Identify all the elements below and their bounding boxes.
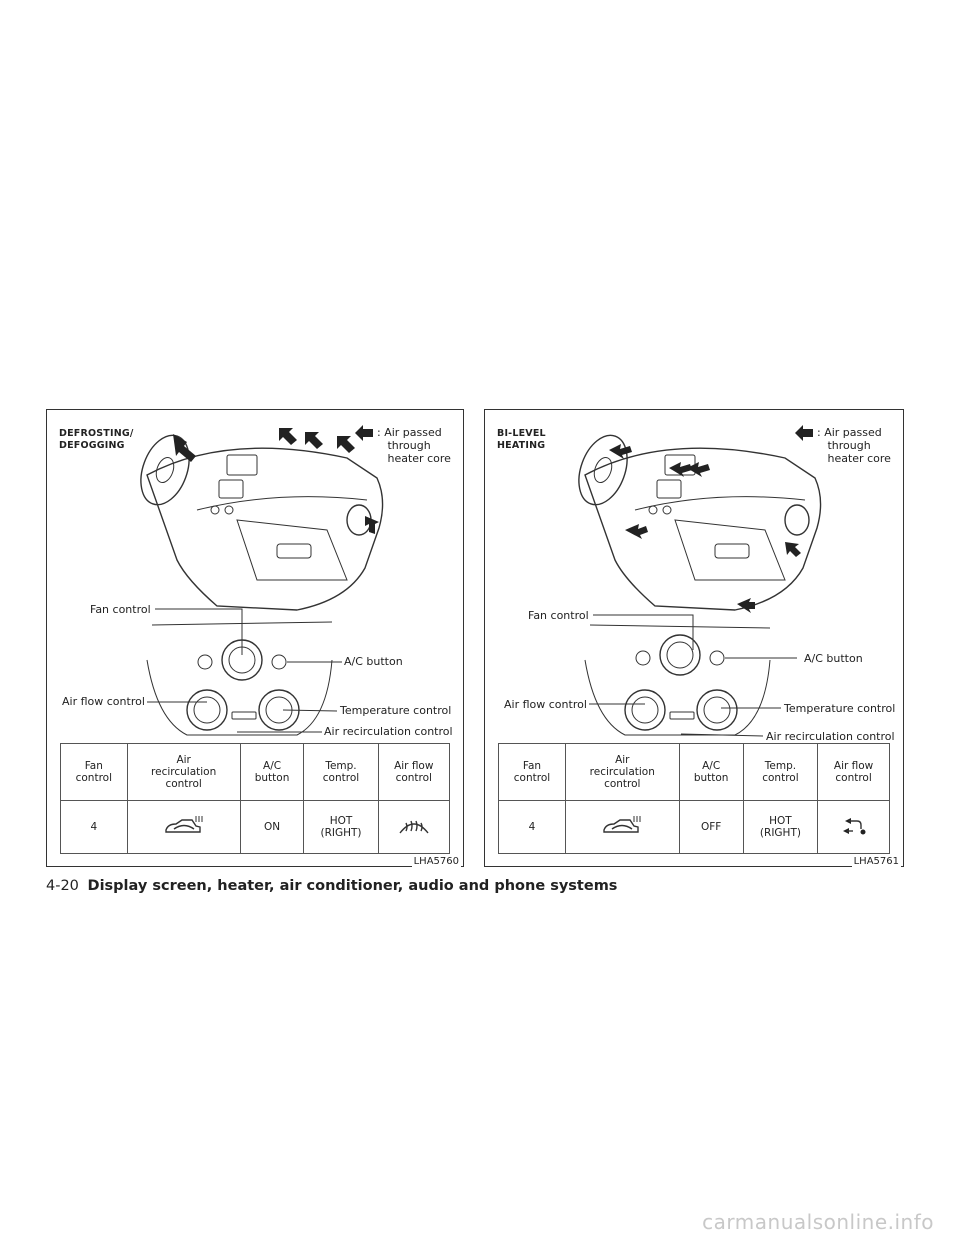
value-fan-control: 4: [60, 800, 128, 854]
value-air-flow-control: [817, 800, 890, 854]
value-air-flow-control: [377, 800, 451, 854]
mode-title: DEFROSTING/ DEFOGGING: [59, 428, 134, 452]
settings-table: Fan control Air recirculation control A/…: [498, 743, 890, 854]
ac-button-label: A/C button: [803, 652, 864, 665]
legend-arrow-icon: [795, 425, 813, 441]
dashboard-illustration: [140, 428, 384, 736]
watermark: carmanualsonline.info: [702, 1210, 934, 1234]
value-fan-control: 4: [498, 800, 566, 854]
settings-table: Fan control Air recirculation control A/…: [60, 743, 451, 854]
temperature-control-label: Temperature control: [339, 704, 453, 717]
legend-text: : Air passed through heater core: [377, 426, 451, 465]
figure-defrosting: DEFROSTING/ DEFOGGING : Air passed throu…: [46, 409, 464, 867]
header-fan-control: Fan control: [60, 743, 128, 801]
recirculation-icon: [164, 815, 203, 833]
bi-level-icon: [842, 817, 866, 834]
mode-title-line-1: BI-LEVEL: [497, 428, 546, 439]
header-temp-control: Temp. control: [742, 743, 819, 801]
fan-control-label: Fan control: [89, 603, 152, 616]
page-footer: 4-20 Display screen, heater, air conditi…: [46, 878, 617, 894]
air-recirculation-control-label: Air recirculation control: [323, 725, 454, 738]
defrost-icon: [399, 820, 429, 833]
value-temp-control: HOT (RIGHT): [742, 800, 819, 854]
header-air-recirculation: Air recirculation control: [564, 743, 680, 801]
header-air-flow-control: Air flow control: [377, 743, 451, 801]
air-recirculation-control-label: Air recirculation control: [765, 730, 896, 743]
mode-title: BI-LEVEL HEATING: [497, 428, 546, 452]
figure-code: LHA5761: [851, 856, 901, 867]
header-ac-button: A/C button: [678, 743, 744, 801]
temperature-control-label: Temperature control: [783, 702, 897, 715]
value-air-recirculation: [564, 800, 680, 854]
mode-title-line-2: DEFOGGING: [59, 440, 125, 451]
legend-text: : Air passed through heater core: [817, 426, 891, 465]
page-number: 4-20: [46, 878, 79, 894]
header-fan-control: Fan control: [498, 743, 566, 801]
figure-code: LHA5760: [411, 856, 461, 867]
mode-title-line-2: HEATING: [497, 440, 546, 451]
recirculation-icon: [603, 815, 641, 833]
mode-title-line-1: DEFROSTING/: [59, 428, 134, 439]
value-temp-control: HOT (RIGHT): [303, 800, 379, 854]
header-ac-button: A/C button: [239, 743, 305, 801]
header-air-flow-control: Air flow control: [817, 743, 890, 801]
value-air-recirculation: [126, 800, 241, 854]
air-flow-control-label: Air flow control: [503, 698, 588, 711]
value-ac-button: OFF: [678, 800, 744, 854]
air-flow-control-label: Air flow control: [61, 695, 146, 708]
legend-arrow-icon: [355, 425, 373, 441]
dashboard-illustration: [578, 434, 822, 737]
figure-bi-level-heating: BI-LEVEL HEATING : Air passed through he…: [484, 409, 904, 867]
section-title: Display screen, heater, air conditioner,…: [87, 878, 618, 894]
fan-control-label: Fan control: [527, 609, 590, 622]
value-ac-button: ON: [239, 800, 305, 854]
header-air-recirculation: Air recirculation control: [126, 743, 241, 801]
header-temp-control: Temp. control: [303, 743, 379, 801]
ac-button-label: A/C button: [343, 655, 404, 668]
